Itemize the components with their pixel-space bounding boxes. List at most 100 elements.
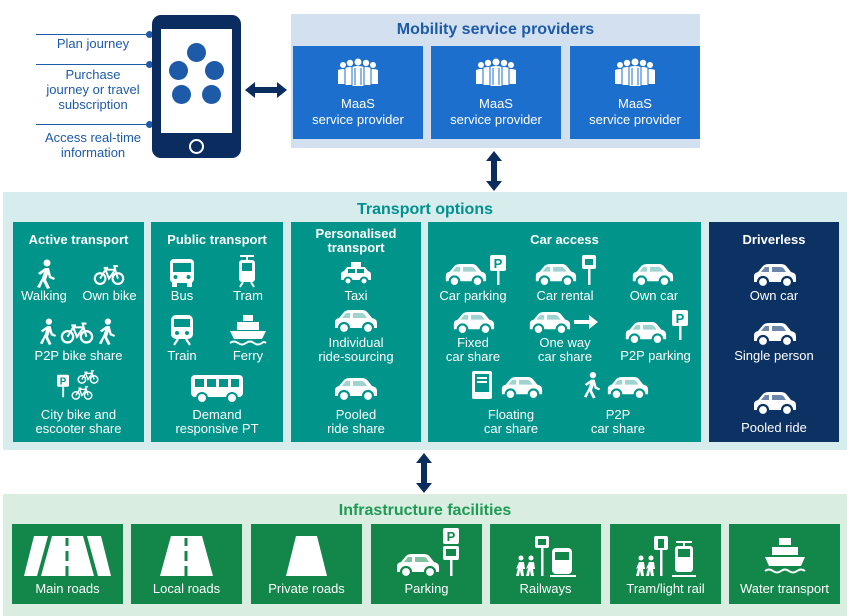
car-icon <box>333 376 379 402</box>
railway-icon <box>516 536 576 577</box>
smartphone-icon <box>152 15 241 158</box>
infra-label: Tram/light rail <box>626 581 705 596</box>
taxi-icon <box>341 262 371 286</box>
double-arrow-icon <box>245 82 287 98</box>
purchase-journey-label: Purchase journey or travel subscription <box>46 67 140 112</box>
parking-icon: P <box>397 528 459 579</box>
train-label: Train <box>167 348 197 363</box>
public-transport-card: Public transport Bus Tram Train Ferry De… <box>151 222 283 442</box>
parking-card: P Parking <box>371 524 482 604</box>
infra-label: Local roads <box>152 581 221 596</box>
car-icon <box>752 390 798 416</box>
infra-label: Private roads <box>268 581 345 596</box>
walking-icon <box>37 259 55 289</box>
phone-feature-line <box>36 64 150 65</box>
infra-label: Water transport <box>739 581 830 596</box>
single-person-label: Single person <box>734 348 814 363</box>
transport-title: Transport options <box>357 201 493 218</box>
phone-screen <box>161 29 232 133</box>
p2p-parking-label: P2P parking <box>620 348 691 363</box>
plan-journey-label: Plan journey <box>56 36 130 51</box>
infra-label: Railways <box>519 581 572 596</box>
car-icon <box>631 262 675 287</box>
tram-label: Tram <box>233 288 263 303</box>
train-app-icon <box>202 85 221 104</box>
connector-dot <box>146 31 153 38</box>
pooled-ride-label: Pooled ride <box>741 420 807 435</box>
private-roads-card: Private roads <box>251 524 362 604</box>
driverless-own-car-label: Own car <box>749 288 799 303</box>
railways-card: Railways <box>490 524 601 604</box>
car-icon <box>624 320 668 345</box>
connector-dot <box>146 61 153 68</box>
car-icon <box>452 310 496 335</box>
card-title: Driverless <box>742 232 806 247</box>
taxi-app-icon <box>172 85 191 104</box>
train-icon <box>171 315 193 346</box>
ferry-label: Ferry <box>232 348 264 363</box>
road-icon <box>24 536 111 576</box>
road-icon <box>160 536 213 576</box>
phone-feature-line <box>36 124 150 125</box>
walking-label: Walking <box>21 288 67 303</box>
car-icon <box>752 262 798 288</box>
parking-sign-icon <box>490 255 506 285</box>
svg-text:P: P <box>447 529 456 544</box>
phone-icon <box>472 371 492 399</box>
people-group-icon <box>475 58 517 86</box>
connector-dot <box>146 121 153 128</box>
car-rental-label: Car rental <box>536 288 594 303</box>
bike-app-icon <box>169 61 188 80</box>
card-title: Car access <box>530 232 599 247</box>
card-title: Public transport <box>167 232 267 247</box>
driverless-card: Driverless Own car Single person Pooled … <box>709 222 839 442</box>
car-icon <box>528 310 572 335</box>
car-access-card: Car access Car parking Car rental Own ca… <box>428 222 701 442</box>
parking-sign-icon <box>57 374 69 398</box>
p2p-bike-label: P2P bike share <box>34 348 123 363</box>
infra-label: Main roads <box>35 581 100 596</box>
car-icon <box>500 375 544 400</box>
phone-feature-line <box>36 34 150 35</box>
active-transport-card: Active transport Walking Own bike P2P bi… <box>13 222 144 442</box>
bike-icon <box>71 386 93 400</box>
realtime-info-label: Access real-time information <box>44 130 142 160</box>
people-group-icon <box>614 58 656 86</box>
water-transport-card: Water transport <box>729 524 840 604</box>
local-roads-card: Local roads <box>131 524 242 604</box>
main-roads-card: Main roads <box>12 524 123 604</box>
own-car-label: Own car <box>629 288 679 303</box>
walking-icon <box>39 318 57 345</box>
tram-icon <box>239 255 255 288</box>
ferry-icon <box>764 538 806 574</box>
car-parking-label: Car parking <box>439 288 507 303</box>
bike-icon <box>93 264 125 286</box>
walking-icon <box>583 371 601 399</box>
people-group-icon <box>337 58 379 86</box>
bus-icon <box>191 375 243 404</box>
bike-icon <box>77 370 99 384</box>
bus-icon <box>170 259 194 287</box>
home-button <box>189 139 204 154</box>
car-icon <box>444 262 488 287</box>
double-arrow-icon <box>486 151 502 191</box>
bus-app-icon <box>187 43 206 62</box>
road-icon <box>286 536 327 576</box>
car-icon <box>752 321 798 347</box>
infra-label: Parking <box>404 581 449 596</box>
infrastructure-title: Infrastructure facilities <box>338 502 512 519</box>
ferry-icon <box>229 315 267 346</box>
bus-label: Bus <box>170 288 194 303</box>
bike-icon <box>60 322 94 344</box>
